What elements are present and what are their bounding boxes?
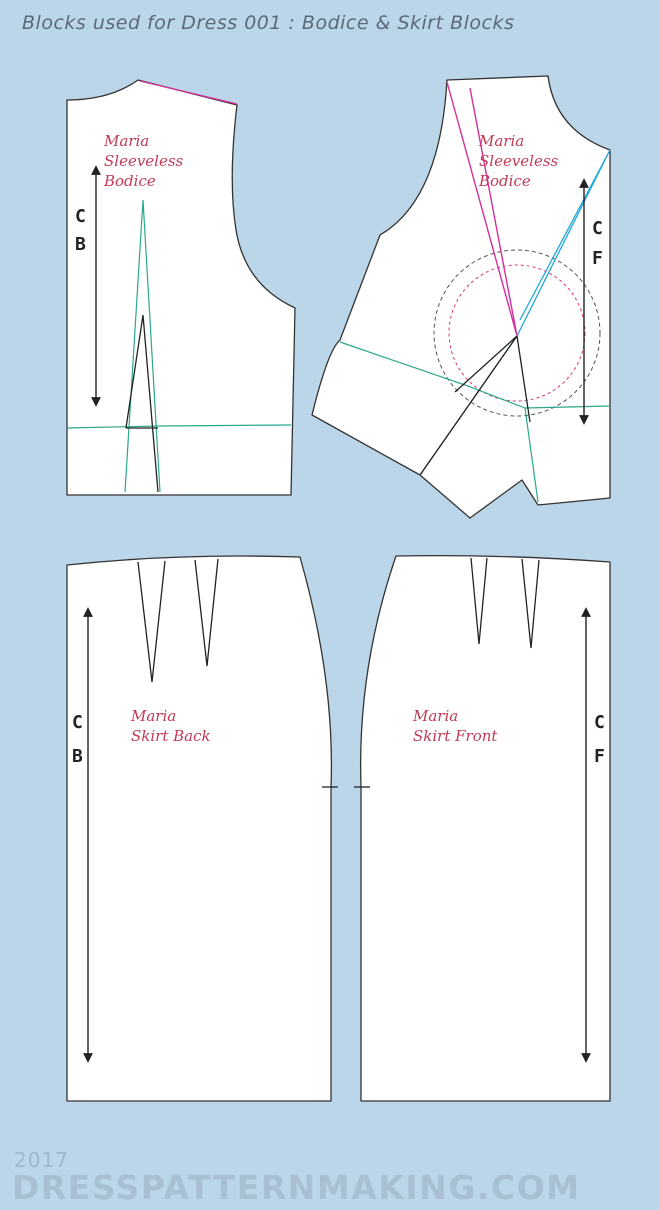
skirt-front-label-2: Skirt Front	[413, 727, 498, 745]
back-bodice-mark-1: C	[75, 206, 86, 227]
front-bodice-outline	[311, 75, 611, 519]
skirt-front-mark-2: F	[594, 746, 605, 767]
footer-year: 2017	[14, 1148, 69, 1172]
back-bodice-label-1: Maria	[103, 132, 149, 150]
front-bodice-label-1: Maria	[478, 132, 524, 150]
front-bodice-waist-green	[339, 341, 539, 503]
skirt-front-outline	[360, 554, 611, 1102]
back-bodice-label-2: Sleeveless	[104, 152, 184, 170]
skirt-back-mark-2: B	[72, 746, 83, 767]
back-bodice-block: C B Maria Sleeveless Bodice	[66, 79, 296, 496]
page-title: Blocks used for Dress 001 : Bodice & Ski…	[22, 12, 515, 34]
front-bodice-label-2: Sleeveless	[479, 152, 559, 170]
skirt-front-block: C F Maria Skirt Front	[354, 554, 611, 1102]
back-bodice-mark-2: B	[75, 234, 86, 255]
skirt-front-mark-1: C	[594, 712, 605, 733]
skirt-front-dart-2	[521, 558, 540, 649]
footer-brand: DRESSPATTERNMAKING.COM	[12, 1168, 581, 1207]
skirt-back-block: C B Maria Skirt Back	[66, 555, 338, 1102]
skirt-front-label-1: Maria	[412, 707, 458, 725]
front-bodice-mark-2: F	[592, 248, 603, 269]
back-bodice-shoulder-pink	[139, 80, 238, 105]
front-bodice-bust-circle-outer	[433, 249, 601, 417]
back-bodice-label-3: Bodice	[103, 172, 156, 190]
back-bodice-dart-black	[125, 314, 159, 493]
skirt-back-mark-1: C	[72, 712, 83, 733]
skirt-back-label-2: Skirt Back	[131, 727, 211, 745]
skirt-front-dart-1	[470, 557, 488, 645]
skirt-back-dart-1	[137, 560, 166, 683]
front-bodice-side-black	[454, 335, 518, 393]
skirt-back-dart-2	[194, 558, 219, 667]
back-bodice-outline	[66, 79, 296, 496]
front-bodice-block: C F Maria Sleeveless Bodice	[311, 75, 611, 519]
back-bodice-waist-green	[66, 424, 292, 429]
front-bodice-neck-blue	[516, 149, 611, 337]
front-bodice-label-3: Bodice	[478, 172, 531, 190]
skirt-back-label-1: Maria	[130, 707, 176, 725]
front-bodice-mark-1: C	[592, 218, 603, 239]
front-bodice-hem-green	[524, 405, 611, 409]
skirt-back-outline	[66, 555, 333, 1102]
